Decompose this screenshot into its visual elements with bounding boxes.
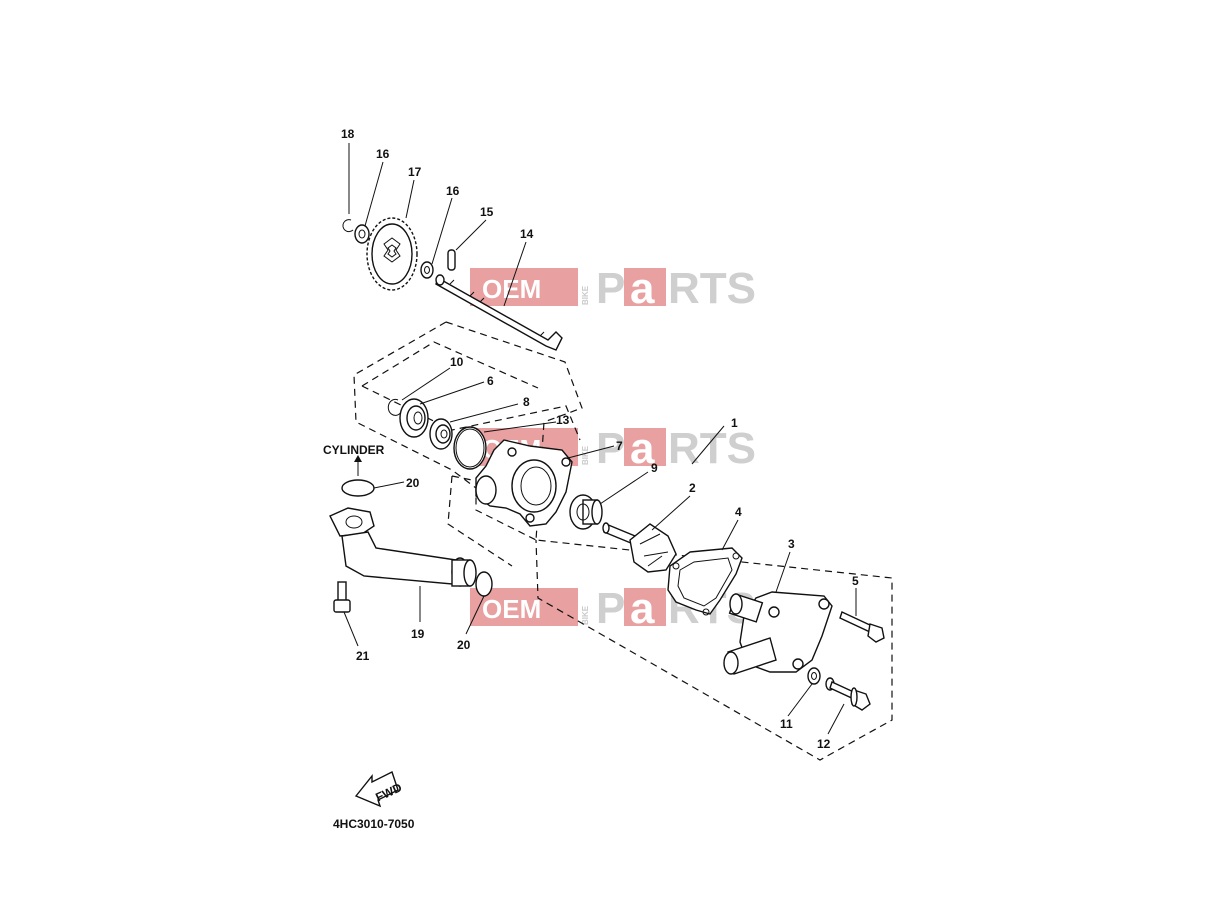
- cylinder-label: CYLINDER: [323, 443, 385, 457]
- bearing-subgroup-outline: [361, 341, 581, 441]
- circlip-10: [387, 398, 402, 416]
- o-ring-20b: [475, 571, 493, 597]
- watermark-top: OEM BIKE P a RTS: [470, 264, 756, 313]
- gasket-4: [667, 547, 743, 616]
- bolt-5: [839, 611, 885, 643]
- watermark-bike: BIKE: [581, 285, 590, 305]
- o-ring-13: [453, 426, 487, 470]
- fwd-arrow-icon: FWD: [354, 771, 404, 808]
- callout-8: 8: [523, 395, 530, 409]
- pump-housing-7: [475, 439, 573, 527]
- body-subgroup-outline: [447, 475, 513, 567]
- impeller-shaft-2: [602, 522, 677, 573]
- watermark-a: a: [630, 584, 655, 633]
- flange-bolt-12: [825, 677, 871, 711]
- pump-cover-3: [723, 591, 833, 675]
- washer-11: [807, 667, 821, 685]
- watermark-rts: RTS: [668, 424, 756, 473]
- pin-15: [447, 249, 456, 271]
- assembly-outline: [353, 321, 893, 761]
- callout-14: 14: [520, 227, 534, 241]
- callout-16b: 16: [446, 184, 460, 198]
- watermark-p: P: [596, 584, 625, 633]
- watermark-oem: OEM: [482, 274, 541, 304]
- callout-21: 21: [356, 649, 370, 663]
- watermark-a: a: [630, 264, 655, 313]
- callout-18: 18: [341, 127, 355, 141]
- watermark-rts: RTS: [668, 264, 756, 313]
- callout-9: 9: [651, 461, 658, 475]
- circlip-18: [342, 219, 354, 233]
- callout-16a: 16: [376, 147, 390, 161]
- shaft-14: [435, 274, 563, 351]
- callout-3: 3: [788, 537, 795, 551]
- callout-15: 15: [480, 205, 494, 219]
- oil-seal-8: [429, 418, 453, 450]
- washer-16a: [354, 224, 370, 244]
- callout-12: 12: [817, 737, 831, 751]
- bolt-21: [333, 581, 351, 613]
- callout-19: 19: [411, 627, 425, 641]
- watermark-p: P: [596, 264, 625, 313]
- callout-11: 11: [780, 717, 793, 731]
- bearing-6: [399, 398, 429, 438]
- callout-4: 4: [735, 505, 742, 519]
- watermark-bike: BIKE: [581, 445, 590, 465]
- watermark-middle: OEM BIKE P a RTS: [470, 424, 756, 473]
- watermark-bike: BIKE: [581, 605, 590, 625]
- leader-lines: [343, 143, 857, 735]
- watermark-p: P: [596, 424, 625, 473]
- watermark-oem: OEM: [482, 594, 541, 624]
- callout-20a: 20: [406, 476, 420, 490]
- water-pipe-19: [329, 507, 477, 587]
- diagram-code: 4HC3010-7050: [333, 817, 415, 831]
- callout-6: 6: [487, 374, 494, 388]
- callout-1: 1: [731, 416, 738, 430]
- mechanical-seal-9: [569, 494, 603, 530]
- watermark-a: a: [630, 424, 655, 473]
- washer-16b: [420, 261, 434, 279]
- o-ring-20a: [341, 479, 375, 497]
- cylinder-direction-arrow: [354, 455, 362, 476]
- callout-17: 17: [408, 165, 422, 179]
- callout-13: 13: [556, 413, 570, 427]
- callout-2: 2: [689, 481, 696, 495]
- callout-5: 5: [852, 574, 859, 588]
- callout-10: 10: [450, 355, 464, 369]
- callout-7: 7: [616, 439, 623, 453]
- gear-17: [366, 217, 418, 291]
- callout-20b: 20: [457, 638, 471, 652]
